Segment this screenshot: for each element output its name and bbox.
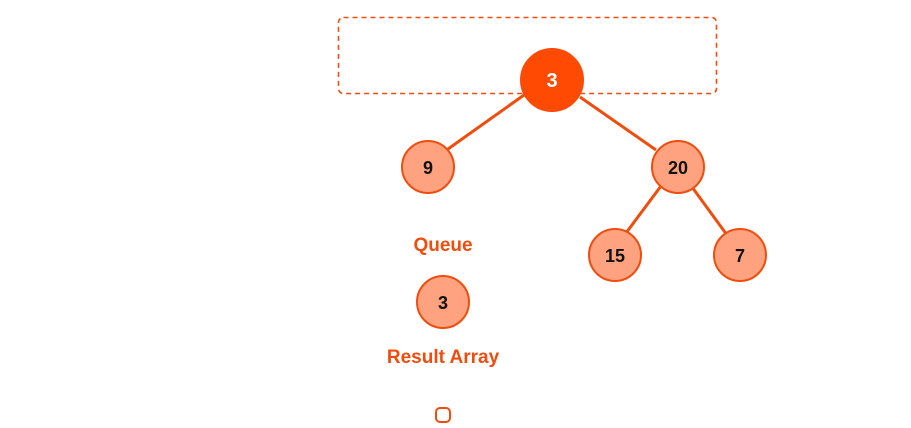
queue-label: Queue bbox=[413, 235, 473, 256]
tree-node-right-right-label: 7 bbox=[735, 246, 745, 266]
edge-20-to-15 bbox=[624, 185, 663, 234]
queue-item-label: 3 bbox=[438, 293, 448, 313]
edge-20-to-7 bbox=[690, 186, 729, 236]
result-array-empty-box bbox=[435, 407, 451, 423]
tree-node-left-label: 9 bbox=[423, 158, 433, 178]
edge-3-to-9 bbox=[447, 93, 525, 151]
tree-node-right-right: 7 bbox=[713, 228, 767, 282]
tree-node-right-left-label: 15 bbox=[605, 246, 625, 266]
tree-node-root-label: 3 bbox=[546, 70, 557, 92]
tree-node-right: 20 bbox=[651, 140, 705, 194]
tree-node-root: 3 bbox=[520, 48, 584, 112]
tree-node-left: 9 bbox=[401, 140, 455, 194]
queue-item: 3 bbox=[416, 275, 470, 329]
tree-node-right-label: 20 bbox=[668, 158, 688, 178]
result-array-label: Result Array bbox=[386, 347, 500, 368]
edge-3-to-20 bbox=[579, 95, 657, 152]
tree-node-right-left: 15 bbox=[588, 228, 642, 282]
